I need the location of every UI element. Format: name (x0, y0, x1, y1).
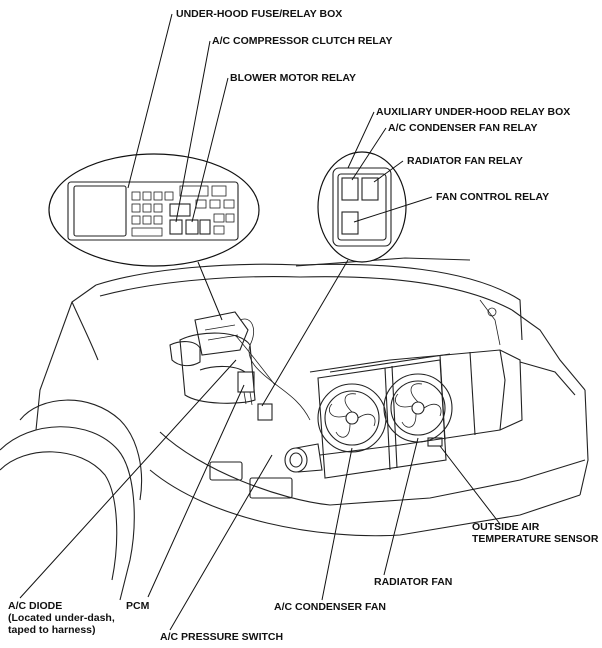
label-ac-diode-2: (Located under-dash, (8, 612, 115, 624)
label-ac-condenser-fan: A/C CONDENSER FAN (274, 601, 386, 613)
fuse-relay-box-inset (48, 153, 260, 267)
label-outside-air-1: OUTSIDE AIR (472, 521, 540, 533)
label-radiator-fan-relay: RADIATOR FAN RELAY (407, 155, 523, 167)
label-fan-control-relay: FAN CONTROL RELAY (436, 191, 549, 203)
aux-relay-box-inset (317, 151, 407, 263)
outside-air-temp-sensor (427, 437, 443, 447)
label-condenser-fan-relay: A/C CONDENSER FAN RELAY (388, 122, 538, 134)
label-pcm: PCM (126, 600, 150, 612)
ac-compressor (284, 443, 323, 473)
radiator-fan-relay (361, 177, 379, 201)
label-outside-air-2: TEMPERATURE SENSOR (472, 533, 599, 545)
label-ac-diode-1: A/C DIODE (8, 600, 62, 612)
label-radiator-fan: RADIATOR FAN (374, 576, 452, 588)
label-compressor-relay: A/C COMPRESSOR CLUTCH RELAY (212, 35, 392, 47)
ac-condenser-fan (317, 383, 387, 453)
engine-bay (169, 311, 311, 421)
label-aux-box: AUXILIARY UNDER-HOOD RELAY BOX (376, 106, 570, 118)
labels: UNDER-HOOD FUSE/RELAY BOX A/C COMPRESSOR… (8, 8, 599, 643)
label-pressure-switch: A/C PRESSURE SWITCH (160, 631, 283, 643)
pcm-location (237, 371, 255, 393)
radiator-assembly (284, 353, 453, 479)
label-fuse-box: UNDER-HOOD FUSE/RELAY BOX (176, 8, 342, 20)
fan-control-relay (341, 211, 359, 235)
fuse-grid (131, 185, 235, 237)
radiator-fan (383, 373, 453, 443)
label-blower-relay: BLOWER MOTOR RELAY (230, 72, 356, 84)
aux-relay-box-location (257, 403, 273, 421)
under-hood-fuse-box-location (194, 311, 249, 356)
leader-lines (19, 13, 501, 631)
ac-condenser-fan-relay (341, 177, 359, 201)
label-ac-diode-3: taped to harness) (8, 624, 96, 636)
vehicle-body (0, 257, 589, 601)
